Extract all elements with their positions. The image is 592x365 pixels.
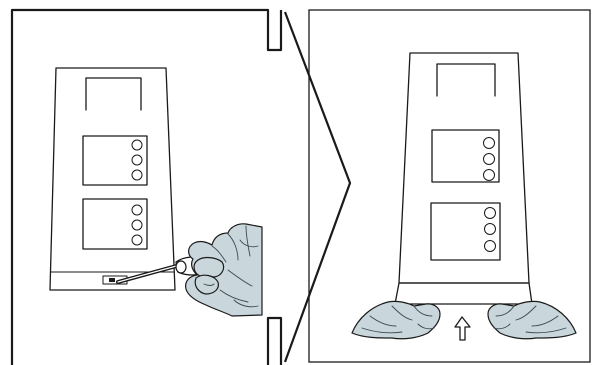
gloved-hand-right-icon <box>487 300 577 340</box>
gloved-hand-left-icon <box>351 300 441 340</box>
right-button-group-1 <box>431 129 500 183</box>
step-chevron <box>283 11 352 363</box>
left-button-2-1 <box>131 204 143 216</box>
right-panel <box>308 9 591 363</box>
left-device-screen <box>85 77 142 111</box>
right-device-screen <box>436 63 496 97</box>
right-button-1-3 <box>483 169 495 181</box>
left-device-body <box>49 67 176 291</box>
left-button-1-1 <box>131 139 143 151</box>
left-button-2-3 <box>131 234 143 246</box>
left-panel-frame-bottom-notch <box>266 316 283 365</box>
right-button-1-2 <box>483 153 495 165</box>
left-button-2-2 <box>131 219 143 231</box>
left-button-group-1 <box>82 135 148 186</box>
step-chevron-line <box>283 11 352 363</box>
right-device <box>394 52 533 305</box>
right-button-2-2 <box>484 223 496 235</box>
left-panel-frame-top <box>10 8 283 365</box>
left-device <box>49 67 176 291</box>
right-panel-frame <box>308 9 591 363</box>
left-panel <box>10 8 283 365</box>
right-button-2-3 <box>484 240 496 252</box>
screw-head <box>109 278 115 282</box>
left-button-group-2 <box>82 198 148 250</box>
left-button-1-2 <box>131 154 143 166</box>
right-device-base <box>394 282 533 305</box>
right-button-group-2 <box>430 202 501 261</box>
right-button-2-1 <box>484 207 496 219</box>
up-arrow-icon <box>454 316 471 341</box>
right-device-body <box>398 52 530 284</box>
gloved-hand-icon <box>185 223 263 317</box>
left-button-1-3 <box>131 169 143 181</box>
right-button-1-1 <box>483 137 495 149</box>
